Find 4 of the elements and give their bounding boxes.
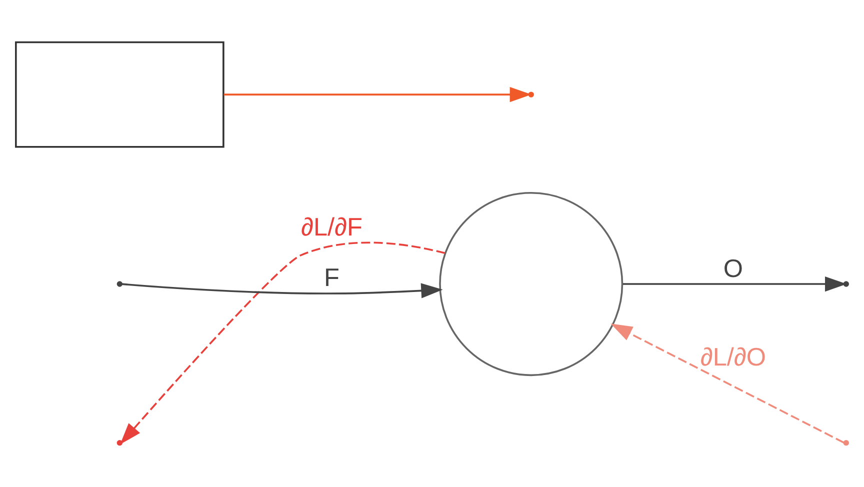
edge-label: ∂L/∂O [700,344,766,372]
edge-label: ∂L/∂F [300,214,362,242]
edge-label: O [723,255,744,284]
edge-label: F [324,264,340,292]
